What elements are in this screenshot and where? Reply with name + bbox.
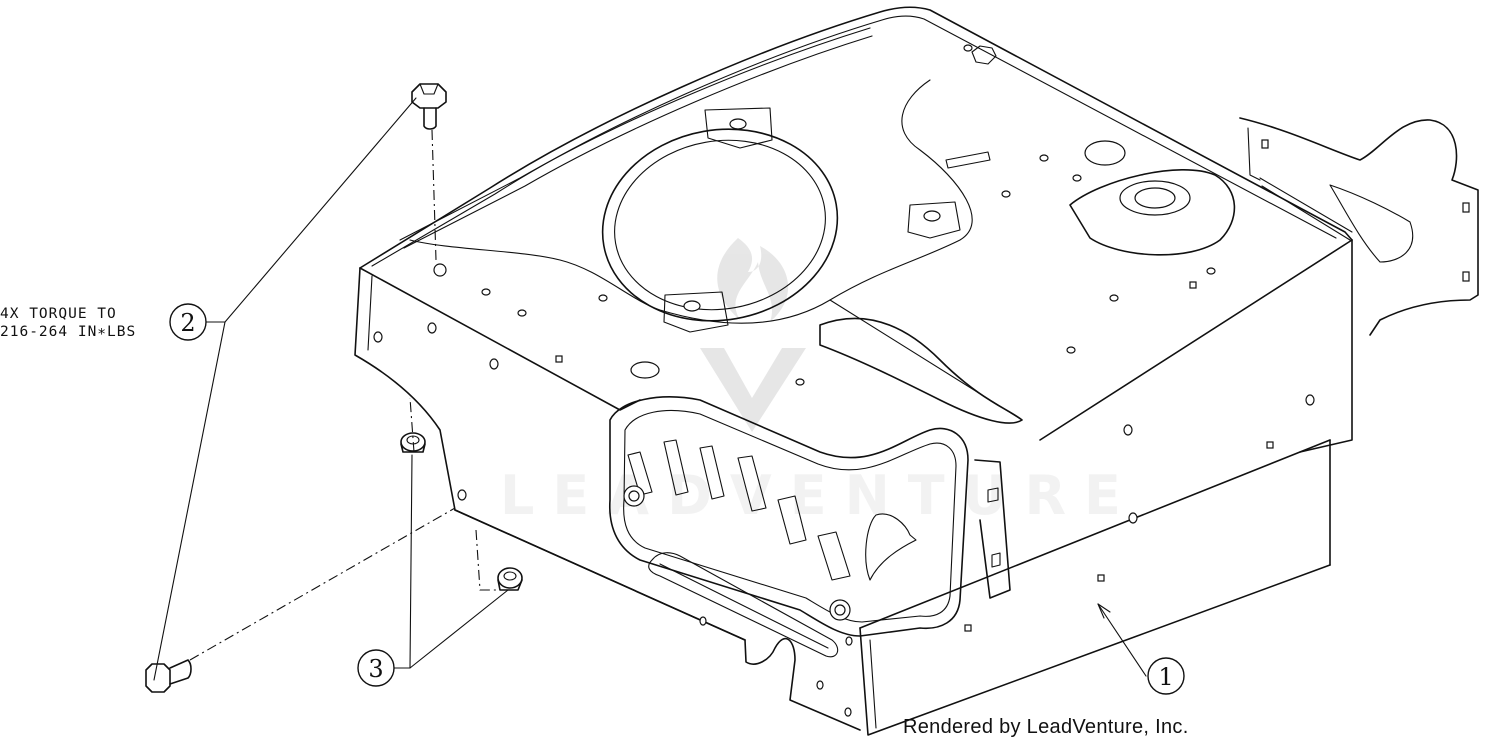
part-3-nut-lower xyxy=(497,567,523,591)
callout-1: 1 xyxy=(1097,603,1185,695)
torque-note-line-1: 4X TORQUE TO xyxy=(0,306,117,322)
callout-2: 2 xyxy=(153,97,417,681)
part-2-bolt-top xyxy=(411,83,447,130)
leadventure-watermark: LEADVENTURE xyxy=(500,238,1139,527)
callout-1-label: 1 xyxy=(1158,663,1173,691)
torque-note: 4X TORQUE TO 216-264 IN∗LBS xyxy=(0,306,136,340)
watermark-text: LEADVENTURE xyxy=(500,464,1139,527)
height-adjust-notches xyxy=(627,439,917,581)
part-1-deck-housing xyxy=(354,6,1479,736)
assembly-centerlines xyxy=(189,129,500,661)
plate-holes xyxy=(373,44,1315,717)
credit-text: Rendered by LeadVenture, Inc. xyxy=(903,716,1189,738)
part-2-bolt-bottom xyxy=(145,659,192,693)
callout-3: 3 xyxy=(357,454,509,687)
callout-2-label: 2 xyxy=(180,309,195,337)
callout-3-label: 3 xyxy=(368,655,383,683)
torque-note-line-2: 216-264 IN∗LBS xyxy=(0,324,136,340)
